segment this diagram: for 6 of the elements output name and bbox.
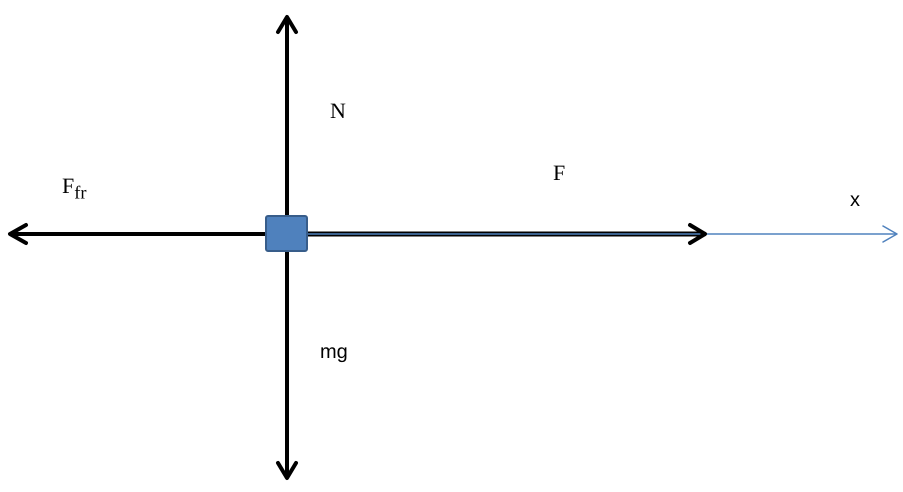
force-label: mg [320, 342, 348, 362]
block [265, 215, 308, 252]
force-label: F$_{fr}$ [62, 175, 86, 202]
force-label: F [553, 162, 566, 184]
force-label: N [330, 100, 346, 122]
force-label: x [850, 190, 860, 210]
